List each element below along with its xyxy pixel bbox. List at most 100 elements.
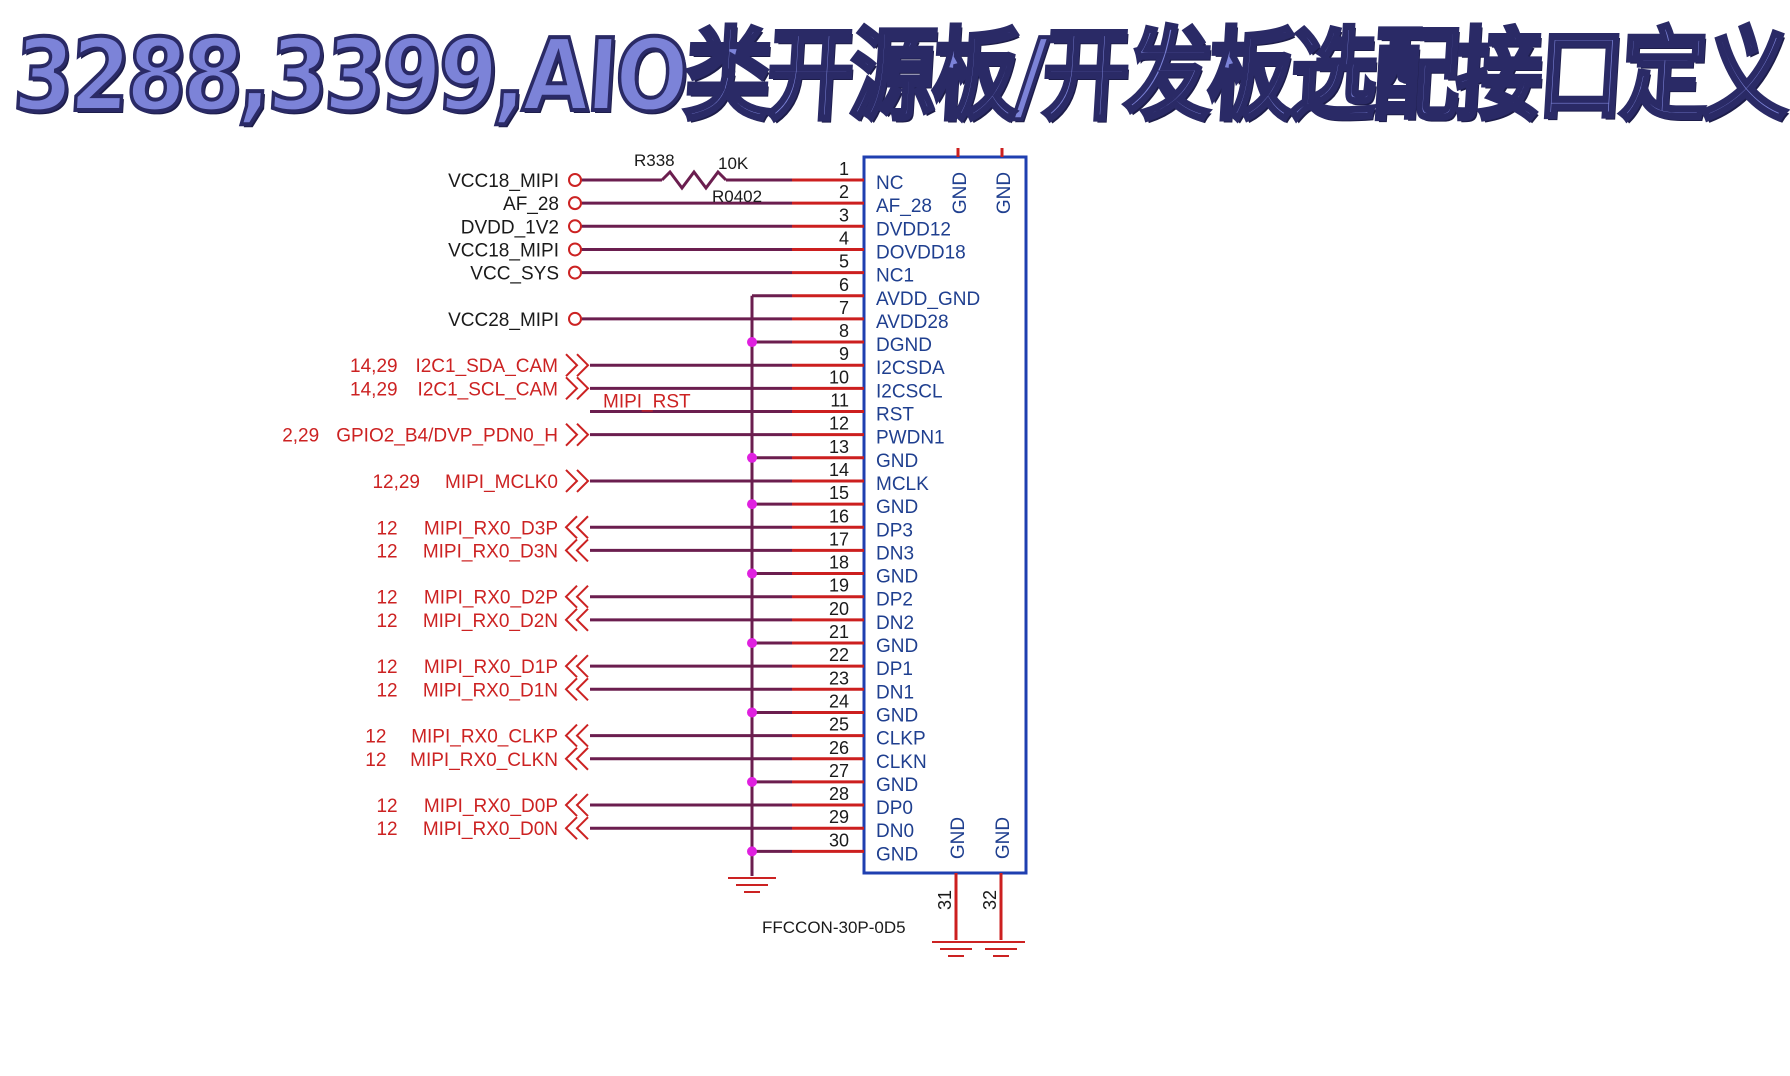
- connector-pin-number: 9: [839, 344, 849, 364]
- connector-pin-name: DN0: [876, 821, 914, 842]
- connector-pin-name: CLKP: [876, 729, 926, 750]
- connector-pin-name: DP1: [876, 659, 913, 680]
- signal-net-label: MIPI_RX0_D2P: [424, 588, 558, 609]
- connector-pin-number: 13: [829, 437, 849, 457]
- wires-layer: [581, 178, 792, 876]
- signal-net-ref: 14,29: [350, 379, 398, 400]
- resistor-ref: R338: [634, 151, 675, 170]
- junction-dot: [747, 638, 757, 648]
- signal-net-ref: 12: [376, 541, 397, 562]
- signal-net-ref: 12: [365, 727, 386, 748]
- connector-pin-number: 17: [829, 529, 849, 549]
- signal-net-ref: 12,29: [372, 472, 420, 493]
- connector-pin-name: AF_28: [876, 196, 932, 217]
- connector-pin-name: DP3: [876, 520, 913, 541]
- power-net-label: DVDD_1V2: [461, 217, 559, 238]
- resistor-zigzag: [660, 169, 728, 191]
- bottom-gnd-pin-number: 31: [935, 890, 955, 910]
- signal-port-arrow: [576, 353, 590, 377]
- power-port-circle: [568, 196, 582, 211]
- signal-port-arrow: [575, 608, 589, 632]
- connector-pin-name: GND: [876, 451, 918, 472]
- connector-pin-name: GND: [876, 705, 918, 726]
- connector-pin-number: 29: [829, 807, 849, 827]
- signal-net-label: I2C1_SCL_CAM: [418, 379, 558, 400]
- connector-pin-number: 4: [839, 228, 849, 248]
- connector-pin-number: 22: [829, 645, 849, 665]
- bottom-gnd-pin-name: GND: [993, 817, 1014, 859]
- connector-pin-name: NC: [876, 173, 903, 194]
- connector-pin-name: AVDD28: [876, 312, 949, 333]
- junction-dot: [747, 776, 757, 787]
- junction-dot: [747, 707, 757, 718]
- power-net-label: VCC18_MIPI: [448, 240, 559, 261]
- signal-port-arrow: [565, 376, 579, 401]
- connector-pin-number: 5: [839, 252, 849, 272]
- power-port-circle: [568, 242, 582, 257]
- connector-ffccon-30p: 1NC2AF_283DVDD124DOVDD185NC16AVDD_GND7AV…: [792, 148, 1028, 940]
- signal-net-label: MIPI_RX0_D2N: [423, 611, 558, 632]
- junction-dot: [747, 568, 757, 579]
- power-port-circle: [568, 265, 582, 280]
- schematic-diagram: R338 10K R0402 1NC2AF_283DVDD124DOVDD185…: [282, 148, 1028, 957]
- connector-pin-number: 15: [829, 483, 849, 503]
- signal-net-ref: 14,29: [350, 356, 398, 377]
- connector-pin-number: 30: [829, 830, 849, 850]
- signal-port-arrow: [575, 816, 589, 840]
- connector-pin-number: 1: [839, 159, 849, 179]
- connector-pin-number: 24: [829, 691, 849, 711]
- connector-pin-number: 16: [829, 506, 849, 526]
- signal-port-arrow: [564, 654, 578, 678]
- signal-net-label: GPIO2_B4/DVP_PDN0_H: [336, 426, 558, 447]
- ground-symbols-layer: [728, 877, 1025, 957]
- ground-symbol: [977, 941, 1025, 957]
- connector-pin-name: I2CSDA: [876, 358, 945, 379]
- connector-pin-number: 19: [829, 576, 849, 596]
- signal-net-ref: 2,29: [282, 426, 319, 447]
- signal-net-label: MIPI_MCLK0: [445, 472, 558, 493]
- signal-net-ref: 12: [376, 657, 397, 678]
- connector-pin-number: 14: [829, 460, 849, 480]
- signal-port-arrow: [564, 816, 578, 840]
- connector-pin-name: GND: [876, 636, 918, 657]
- signal-net-ref: 12: [376, 819, 397, 840]
- signal-port-arrow: [564, 677, 578, 702]
- connector-pin-name: CLKN: [876, 752, 927, 773]
- junction-dot: [747, 452, 757, 463]
- connector-pin-name: GND: [876, 567, 918, 588]
- connector-pin-name: GND: [876, 775, 918, 796]
- connector-pin-name: DP2: [876, 590, 913, 611]
- ground-symbol: [728, 877, 776, 893]
- signal-port-arrow: [576, 469, 590, 493]
- connector-pin-number: 11: [830, 391, 849, 411]
- signal-net-label: I2C1_SDA_CAM: [415, 356, 558, 377]
- ground-symbol: [932, 941, 980, 957]
- connector-pin-name: DP0: [876, 798, 913, 819]
- connector-pin-number: 3: [839, 205, 849, 225]
- connector-pin-number: 21: [829, 622, 849, 642]
- connector-pin-name: MCLK: [876, 474, 929, 495]
- connector-pin-number: 25: [829, 715, 849, 735]
- signal-port-arrow: [575, 747, 589, 771]
- connector-pin-number: 20: [829, 599, 849, 619]
- signal-port-arrow: [564, 793, 578, 817]
- signal-port-arrow: [575, 584, 589, 609]
- junction-dot: [747, 499, 757, 510]
- signal-net-label: MIPI_RX0_D1P: [424, 657, 558, 678]
- connector-part-label: FFCCON-30P-0D5: [762, 918, 906, 937]
- connector-pin-name: AVDD_GND: [876, 289, 980, 310]
- resistor-package: R0402: [712, 187, 762, 206]
- signal-net-label: MIPI_RX0_D0N: [423, 819, 558, 840]
- signal-net-label: MIPI_RX0_D3N: [423, 541, 558, 562]
- connector-pin-name: GND: [876, 844, 918, 865]
- connector-pin-number: 6: [839, 275, 849, 295]
- power-net-label: VCC28_MIPI: [448, 310, 559, 331]
- connector-pin-number: 23: [829, 668, 849, 688]
- connector-pin-number: 10: [829, 367, 849, 387]
- signal-net-ref: 12: [376, 611, 397, 632]
- power-port-circle: [568, 173, 582, 187]
- signal-net-ref: 12: [376, 518, 397, 539]
- signal-port-arrow: [575, 793, 589, 817]
- power-port-circle: [568, 219, 582, 234]
- junction-dot: [747, 846, 757, 857]
